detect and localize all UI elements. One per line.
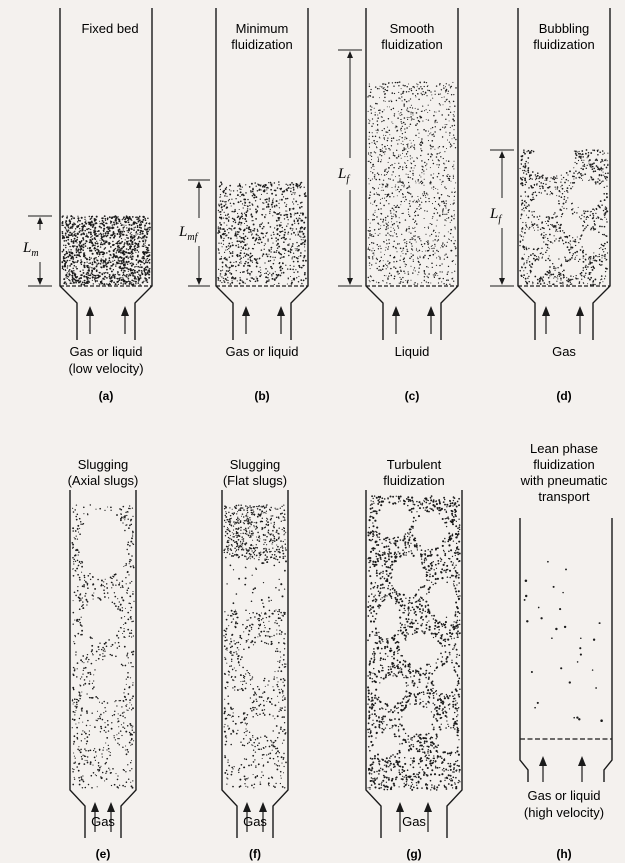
panel-letter: (e): [96, 847, 111, 861]
panel-title: Slugging: [78, 457, 129, 472]
panel-title: transport: [538, 489, 590, 504]
panel-letter: (g): [406, 847, 421, 861]
panel-title: (Flat slugs): [223, 473, 287, 488]
panel-caption: Liquid: [395, 344, 430, 359]
panel-caption: Gas: [91, 814, 115, 829]
panel-caption: (low velocity): [68, 361, 143, 376]
panel-caption: Gas or liquid: [226, 344, 299, 359]
panel-letter: (a): [99, 389, 114, 403]
panel-letter: (d): [556, 389, 571, 403]
panel-letter: (c): [405, 389, 420, 403]
panel-title: Turbulent: [387, 457, 442, 472]
panel-title: fluidization: [383, 473, 444, 488]
panel-title: Bubbling: [539, 21, 590, 36]
panel-letter: (b): [254, 389, 269, 403]
panel-title: Slugging: [230, 457, 281, 472]
panel-title: with pneumatic: [520, 473, 608, 488]
panel-title: fluidization: [381, 37, 442, 52]
panel-caption: Gas: [552, 344, 576, 359]
panel-letter: (h): [556, 847, 571, 861]
panel-title: Smooth: [390, 21, 435, 36]
panel-caption: Gas: [243, 814, 267, 829]
panel-caption: Gas: [402, 814, 426, 829]
panel-title: Fixed bed: [81, 21, 138, 36]
panel-title: fluidization: [231, 37, 292, 52]
panel-caption: Gas or liquid: [70, 344, 143, 359]
panel-title: fluidization: [533, 457, 594, 472]
panel-caption: (high velocity): [524, 805, 604, 820]
panel-title: Minimum: [236, 21, 289, 36]
panel-caption: Gas or liquid: [528, 788, 601, 803]
panel-letter: (f): [249, 847, 261, 861]
panel-title: (Axial slugs): [68, 473, 139, 488]
panel-title: Lean phase: [530, 441, 598, 456]
panel-title: fluidization: [533, 37, 594, 52]
